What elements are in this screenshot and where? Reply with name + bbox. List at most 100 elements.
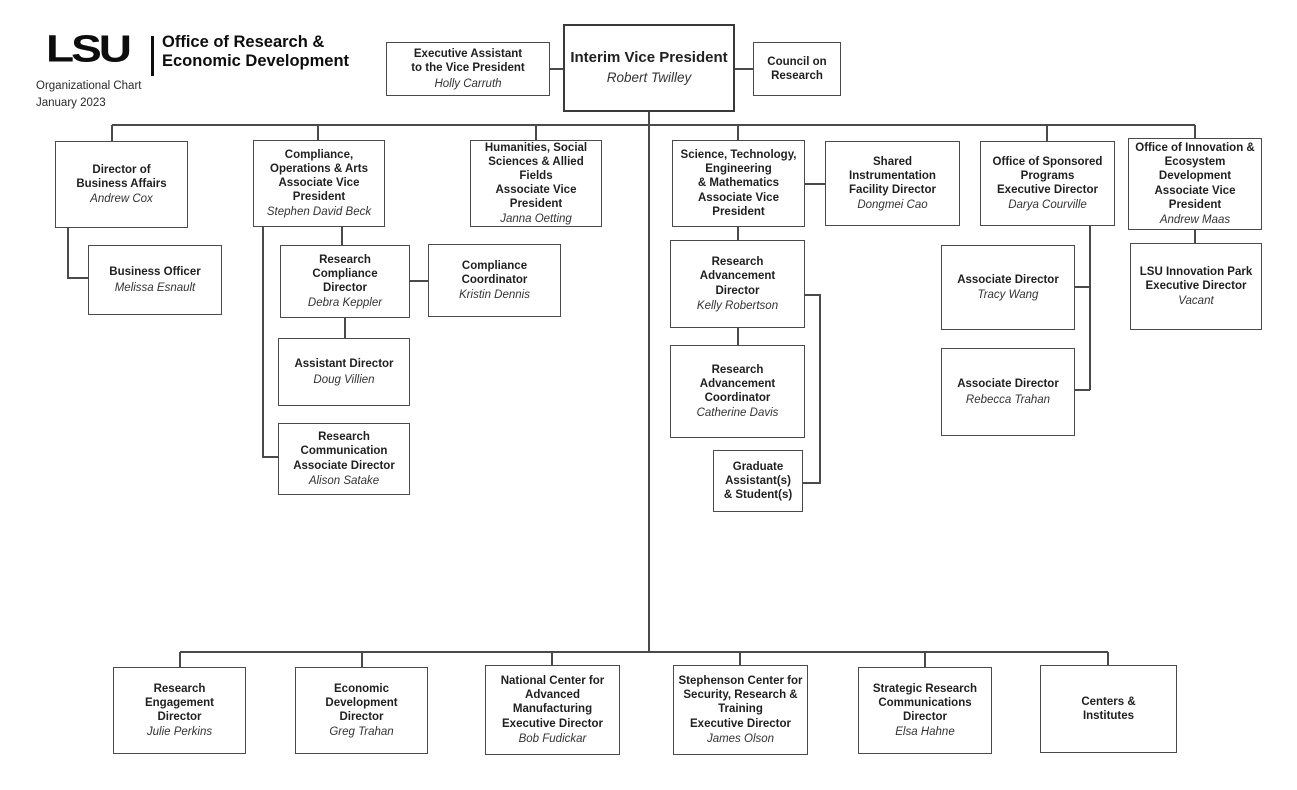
box-person-name: Doug Villien (313, 373, 375, 386)
box-title-line: Director (715, 284, 760, 297)
box-title-line: Director (322, 282, 368, 294)
box-person-name: Catherine Davis (696, 407, 779, 420)
box-title-line: Assistant Director (294, 358, 394, 371)
box-title-line: Interim Vice President (570, 49, 728, 67)
box-title-line: President (292, 191, 346, 203)
box-title-line: Research (771, 70, 823, 82)
box-title-line: Compliance (461, 259, 528, 272)
org-box-council-on-research: Council on Research (753, 42, 841, 96)
box-person-name: Holly Carruth (434, 77, 502, 90)
box-title-line: Facility Director (849, 184, 936, 196)
box-title-line: Office of Innovation & (1135, 142, 1255, 155)
office-name-line1: Office of Research & (162, 33, 325, 51)
box-title-line: Engagement (144, 696, 214, 709)
box-title-line: Associate Director (957, 273, 1059, 286)
box-person-name: Julie Perkins (146, 726, 213, 739)
box-title-line: Executive Assistant (413, 48, 523, 61)
box-title-line: to the Vice President (411, 62, 525, 75)
org-box-stem-avp: Science, Technology,Engineering& Mathema… (672, 140, 805, 227)
box-person-name: Darya Courville (1008, 199, 1087, 212)
box-title-line: LSU Innovation Park (1139, 265, 1253, 278)
box-person-name: Greg Trahan (329, 726, 394, 739)
connector-rad-to-graduate-assistants (803, 294, 821, 484)
box-title-line: Director of (92, 163, 151, 176)
office-name-line2: Economic Development (162, 52, 350, 71)
box-title-line: President (509, 198, 563, 211)
box-person-name: Stephen David Beck (266, 206, 372, 219)
chart-subtitle: Organizational Chart (36, 80, 142, 92)
box-title-line: & Mathematics (697, 177, 780, 190)
box-title-line: Associate Director (293, 459, 395, 472)
box-title-line: Instrumentation (849, 169, 936, 182)
box-title-line: Associate Vice (495, 184, 577, 196)
box-title-line: Economic (334, 682, 389, 695)
box-person-name: Andrew Maas (1159, 213, 1231, 226)
box-title-line: Communications (878, 696, 972, 709)
connector-business-affairs-to-business-officer (67, 228, 88, 279)
box-title-line: Ecosystem (1164, 156, 1226, 169)
logo-divider (151, 36, 154, 76)
box-title-line: Assistant(s) (725, 474, 791, 487)
box-title-line: Research Advancement (699, 256, 776, 283)
box-title-line: Stephenson Center for (678, 675, 803, 688)
box-title-line: Compliance, (284, 148, 354, 161)
box-person-name: James Olson (706, 732, 775, 745)
box-person-name: Andrew Cox (90, 193, 153, 205)
chart-date: January 2023 (36, 97, 106, 109)
box-title-line: Executive Director (690, 717, 791, 730)
box-title-line: Training (718, 703, 763, 716)
box-title-line: Security, Research & (683, 689, 798, 702)
box-title-line: Programs (1020, 169, 1075, 182)
box-title-line: Coordinator (704, 392, 771, 404)
box-title-line: Centers & (1081, 695, 1136, 708)
box-person-name: Tracy Wang (977, 289, 1039, 301)
box-title-line: Shared (873, 155, 912, 168)
box-person-name: Debra Keppler (307, 297, 383, 310)
box-title-line: Sciences & Allied Fields (488, 155, 584, 182)
box-title-line: Executive Director (502, 717, 603, 730)
box-title-line: Compliance (312, 267, 378, 280)
box-title-line: Director (339, 711, 384, 723)
box-title-line: President (1168, 198, 1222, 211)
box-title-line: Institutes (1082, 710, 1135, 722)
lsu-logo: LSU (46, 26, 132, 70)
box-person-name: Elsa Hahne (895, 726, 955, 739)
box-title-line: Associate Vice (278, 176, 360, 189)
connector-compliance-avp-to-research-communication (262, 227, 278, 458)
box-title-line: Operations & Arts (270, 162, 368, 175)
box-title-line: Science, Technology, (680, 149, 797, 162)
box-person-name: Bob Fudickar (518, 732, 587, 745)
box-person-name: Dongmei Cao (857, 199, 928, 212)
office-name: Office of Research & Economic Developmen… (162, 33, 349, 72)
box-title-line: Advanced (525, 689, 580, 702)
box-person-name: Robert Twilley (606, 70, 692, 86)
box-title-line: Research (319, 253, 371, 266)
box-title-line: Development (1158, 170, 1232, 183)
box-title-line: Associate Vice (1154, 184, 1236, 197)
org-box-centers-institutes: Centers & Institutes (1040, 665, 1177, 753)
box-title-line: Associate Director (957, 378, 1059, 391)
box-title-line: Council on (767, 55, 827, 68)
box-title-line: Strategic Research (872, 682, 978, 695)
box-title-line: Research (318, 431, 370, 444)
box-title-line: Office of Sponsored (992, 155, 1103, 168)
